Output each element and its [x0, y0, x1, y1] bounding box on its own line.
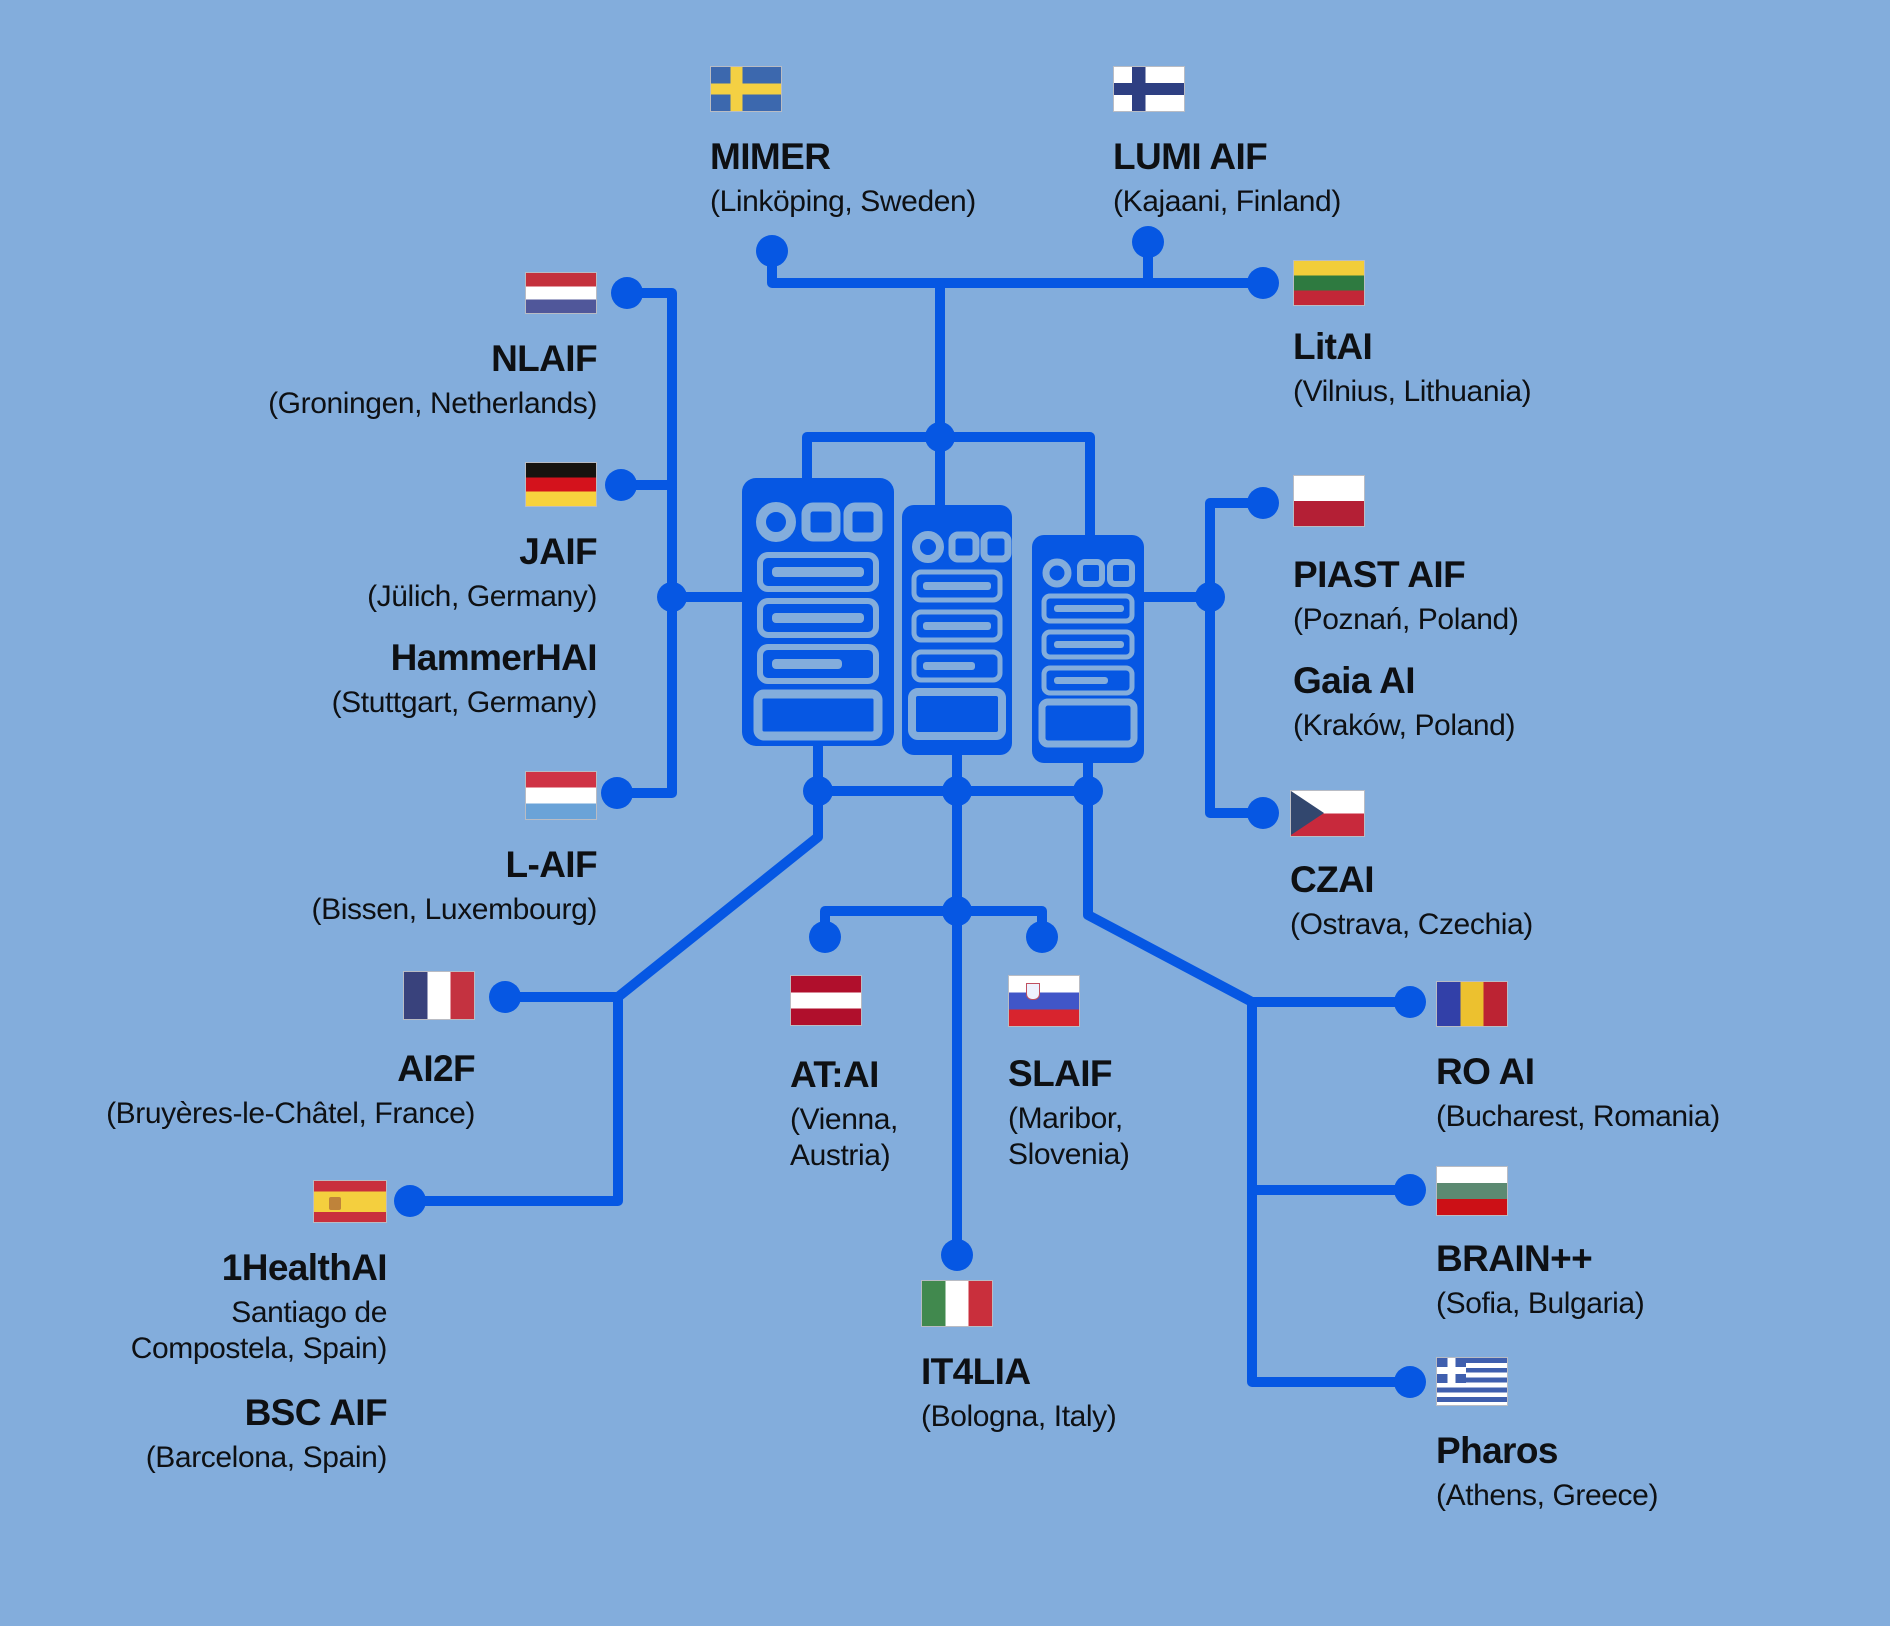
node-laif: L-AIF (Bissen, Luxembourg): [147, 771, 598, 928]
facility-location: (Linköping, Sweden): [710, 185, 976, 219]
facility-location: (Kraków, Poland): [1293, 708, 1516, 742]
facility-location: (Kajaani, Finland): [1113, 185, 1341, 219]
sweden-flag-icon: [710, 66, 782, 112]
italy-flag-icon: [921, 1280, 993, 1327]
node-lumi: LUMI AIF (Kajaani, Finland): [1113, 66, 1533, 220]
facility-entry: CZAI (Ostrava, Czechia): [1290, 859, 1533, 943]
facility-location: Santiago de Compostela, Spain): [130, 1296, 388, 1365]
facility-name: LUMI AIF: [1113, 136, 1268, 177]
facility-name: RO AI: [1436, 1051, 1535, 1092]
connector-at-si-fork: [820, 906, 1047, 942]
facility-name: IT4LIA: [921, 1351, 1031, 1392]
facility-name: PIAST AIF: [1293, 554, 1466, 595]
lithuania-flag-icon: [1293, 260, 1365, 306]
facility-entry: Pharos (Athens, Greece): [1436, 1430, 1658, 1514]
node-spain: 1HealthAI Santiago de Compostela, Spain)…: [87, 1180, 388, 1476]
facility-location: (Barcelona, Spain): [145, 1441, 388, 1475]
facility-location: (Poznań, Poland): [1293, 603, 1519, 637]
germany-flag-icon: [525, 462, 597, 507]
node-czai: CZAI (Ostrava, Czechia): [1290, 790, 1710, 943]
facility-location: (Vilnius, Lithuania): [1293, 375, 1532, 409]
facility-entry: HammerHAI (Stuttgart, Germany): [331, 636, 598, 721]
romania-flag-icon: [1436, 981, 1508, 1027]
facility-name: LitAI: [1293, 326, 1373, 367]
facility-entry: NLAIF (Groningen, Netherlands): [268, 338, 598, 422]
node-litai: LitAI (Vilnius, Lithuania): [1293, 260, 1713, 410]
facility-entry: Gaia AI (Kraków, Poland): [1293, 660, 1515, 744]
facility-entry: L-AIF (Bissen, Luxembourg): [311, 844, 598, 928]
node-pharos: Pharos (Athens, Greece): [1436, 1357, 1856, 1514]
facility-location: (Bologna, Italy): [921, 1400, 1117, 1434]
facility-name: Pharos: [1436, 1430, 1558, 1471]
node-germany: JAIF (Jülich, Germany) HammerHAI (Stuttg…: [147, 462, 598, 721]
facility-location: (Sofia, Bulgaria): [1436, 1287, 1645, 1321]
facility-name: 1HealthAI: [221, 1247, 388, 1288]
facility-location: (Maribor, Slovenia): [1008, 1102, 1130, 1171]
facility-entry: SLAIF (Maribor, Slovenia): [1008, 1053, 1163, 1172]
facility-entry: JAIF (Jülich, Germany): [367, 531, 598, 615]
facility-location: (Athens, Greece): [1436, 1479, 1659, 1513]
node-slaif: SLAIF (Maribor, Slovenia): [1008, 975, 1163, 1172]
france-flag-icon: [403, 971, 475, 1020]
server-racks-icon: [742, 478, 1144, 763]
facility-entry: BRAIN++ (Sofia, Bulgaria): [1436, 1238, 1645, 1322]
facility-entry: 1HealthAI Santiago de Compostela, Spain): [87, 1247, 388, 1366]
facility-location: (Ostrava, Czechia): [1290, 908, 1533, 942]
node-atai: AT:AI (Vienna, Austria): [790, 975, 935, 1173]
facility-name: BRAIN++: [1436, 1238, 1593, 1279]
connector-left-trunk: [612, 288, 677, 798]
node-nlaif: NLAIF (Groningen, Netherlands): [147, 272, 598, 422]
facility-entry: MIMER (Linköping, Sweden): [710, 136, 976, 220]
connector-right-trunk: [1205, 498, 1268, 818]
poland-flag-icon: [1293, 475, 1365, 527]
node-poland: PIAST AIF (Poznań, Poland) Gaia AI (Krak…: [1293, 475, 1713, 743]
netherlands-flag-icon: [525, 272, 597, 314]
greece-flag-icon: [1436, 1357, 1508, 1406]
facility-name: JAIF: [519, 531, 597, 572]
facility-entry: LUMI AIF (Kajaani, Finland): [1113, 136, 1341, 220]
facility-name: Gaia AI: [1293, 659, 1416, 701]
slovenia-flag-icon: [1008, 975, 1080, 1027]
connector-top: [767, 246, 1268, 288]
facility-entry: AT:AI (Vienna, Austria): [790, 1054, 935, 1173]
node-ai2f: AI2F (Bruyères-le-Châtel, France): [25, 971, 476, 1132]
finland-flag-icon: [1113, 66, 1185, 112]
facility-entry: IT4LIA (Bologna, Italy): [921, 1351, 1117, 1435]
facility-name: SLAIF: [1008, 1053, 1112, 1094]
facility-name: L-AIF: [505, 844, 597, 885]
facility-location: (Jülich, Germany): [367, 580, 597, 614]
facility-entry: BSC AIF (Barcelona, Spain): [145, 1391, 388, 1476]
facility-entry: AI2F (Bruyères-le-Châtel, France): [106, 1048, 476, 1132]
austria-flag-icon: [790, 975, 862, 1026]
node-roai: RO AI (Bucharest, Romania): [1436, 981, 1856, 1135]
facility-name: BSC AIF: [244, 1391, 388, 1433]
facility-name: NLAIF: [491, 338, 598, 379]
facility-location: (Bucharest, Romania): [1436, 1100, 1720, 1134]
facility-location: (Stuttgart, Germany): [331, 685, 598, 719]
facility-name: CZAI: [1290, 859, 1375, 900]
connector-dots: [394, 226, 1426, 1398]
spain-flag-icon: [313, 1180, 387, 1223]
node-mimer: MIMER (Linköping, Sweden): [710, 66, 1130, 220]
facility-name: HammerHAI: [390, 636, 598, 678]
facility-name: MIMER: [710, 136, 831, 177]
facility-location: (Bruyères-le-Châtel, France): [106, 1097, 475, 1131]
facility-location: (Bissen, Luxembourg): [311, 893, 598, 927]
czechia-flag-icon: [1290, 790, 1365, 837]
facility-entry: RO AI (Bucharest, Romania): [1436, 1051, 1720, 1135]
node-brain: BRAIN++ (Sofia, Bulgaria): [1436, 1166, 1856, 1322]
facility-entry: LitAI (Vilnius, Lithuania): [1293, 326, 1532, 410]
node-it4lia: IT4LIA (Bologna, Italy): [921, 1280, 1241, 1435]
facility-name: AT:AI: [790, 1054, 879, 1095]
luxembourg-flag-icon: [525, 771, 597, 820]
facility-location: (Vienna, Austria): [790, 1103, 898, 1172]
facility-location: (Groningen, Netherlands): [268, 387, 597, 421]
bulgaria-flag-icon: [1436, 1166, 1508, 1216]
facility-name: AI2F: [397, 1048, 475, 1089]
facility-entry: PIAST AIF (Poznań, Poland): [1293, 554, 1519, 638]
